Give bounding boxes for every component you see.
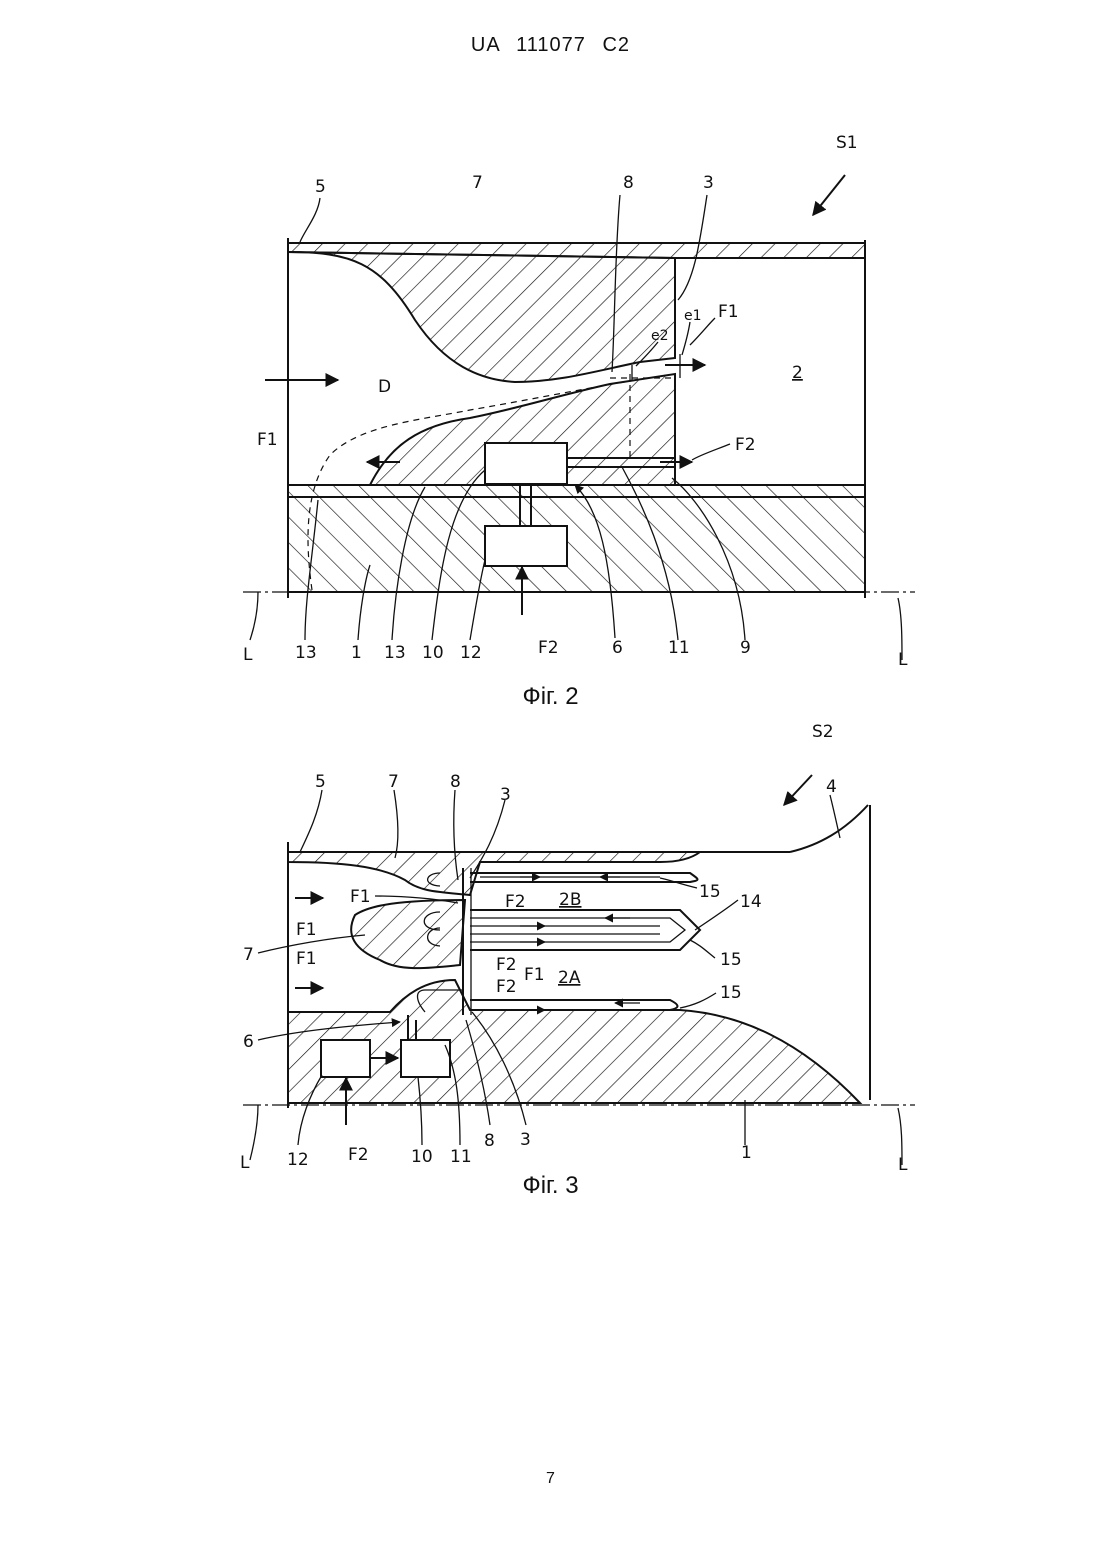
fig2-label-7: 7: [472, 173, 483, 193]
fig2-label-3: 3: [703, 173, 714, 193]
fig2-label-2: 2: [792, 363, 803, 383]
fig2-label-l-left: L: [243, 645, 253, 665]
figure-2-caption: Фіг. 2: [0, 683, 1101, 711]
fig3-label-f1-c: F1: [296, 949, 317, 969]
fig3-middle-lobe-7: [351, 900, 465, 968]
fig2-label-10: 10: [422, 643, 444, 663]
page-number: 7: [0, 1470, 1101, 1488]
fig3-label-5: 5: [315, 772, 326, 792]
fig2-label-12: 12: [460, 643, 482, 663]
fig3-label-7b: 7: [243, 945, 254, 965]
fig3-label-f1-b: F1: [296, 920, 317, 940]
fig3-label-3: 3: [500, 785, 511, 805]
fig3-label-2a: 2A: [558, 968, 581, 988]
fig2-label-e1: e1: [684, 308, 702, 324]
fig2-label-s1: S1: [836, 133, 858, 153]
fig2-label-f1-in: F1: [257, 430, 278, 450]
fig3-label-4: 4: [826, 777, 837, 797]
fig3-label-15c: 15: [720, 983, 742, 1003]
figure-2: S1 5 7 8 3 e1 F1 e2 2 F1 D F2 L 13 1 13 …: [243, 133, 915, 670]
fig3-label-8: 8: [450, 772, 461, 792]
figure-3-caption: Фіг. 3: [0, 1172, 1101, 1200]
fig2-label-d: D: [378, 377, 391, 397]
fig2-label-8: 8: [623, 173, 634, 193]
fig3-box-10: [401, 1040, 450, 1077]
fig3-label-15b: 15: [720, 950, 742, 970]
fig3-main-body-1: [288, 980, 860, 1103]
fig2-label-13b: 13: [384, 643, 406, 663]
fig2-label-6: 6: [612, 638, 623, 658]
fig3-label-f2-in: F2: [348, 1145, 369, 1165]
fig3-label-15a: 15: [699, 882, 721, 902]
fig3-label-f1-a: F1: [350, 887, 371, 907]
fig3-label-12: 12: [287, 1150, 309, 1170]
fig3-label-f2-b: F2: [496, 955, 517, 975]
fig2-label-f2-out: F2: [735, 435, 756, 455]
fig2-box-10: [485, 443, 567, 484]
fig3-label-8b: 8: [484, 1131, 495, 1151]
fig2-label-f2-in: F2: [538, 638, 559, 658]
fig3-label-1: 1: [741, 1143, 752, 1163]
fig2-label-e2: e2: [651, 328, 669, 344]
fig3-label-3b: 3: [520, 1130, 531, 1150]
fig2-box-12: [485, 526, 567, 566]
fig2-label-11: 11: [668, 638, 690, 658]
fig3-label-f2-c: F2: [496, 977, 517, 997]
fig3-label-s2: S2: [812, 722, 834, 742]
fig3-box-12: [321, 1040, 370, 1077]
fig2-label-1: 1: [351, 643, 362, 663]
fig2-label-l-right: L: [898, 650, 908, 670]
fig3-label-2b: 2B: [559, 890, 581, 910]
fig2-label-9: 9: [740, 638, 751, 658]
fig2-nozzle-body-7: [288, 252, 675, 382]
fig3-label-6: 6: [243, 1032, 254, 1052]
fig3-label-11: 11: [450, 1147, 472, 1167]
fig3-label-7: 7: [388, 772, 399, 792]
fig2-label-5: 5: [315, 177, 326, 197]
fig2-main-body-1: [288, 497, 865, 592]
fig3-label-10: 10: [411, 1147, 433, 1167]
fig3-label-f2-a: F2: [505, 892, 526, 912]
fig2-label-f1-out: F1: [718, 302, 739, 322]
fig2-label-13a: 13: [295, 643, 317, 663]
fig3-label-14: 14: [740, 892, 762, 912]
fig3-label-l-left: L: [240, 1153, 250, 1173]
fig3-label-f1-d: F1: [524, 965, 545, 985]
